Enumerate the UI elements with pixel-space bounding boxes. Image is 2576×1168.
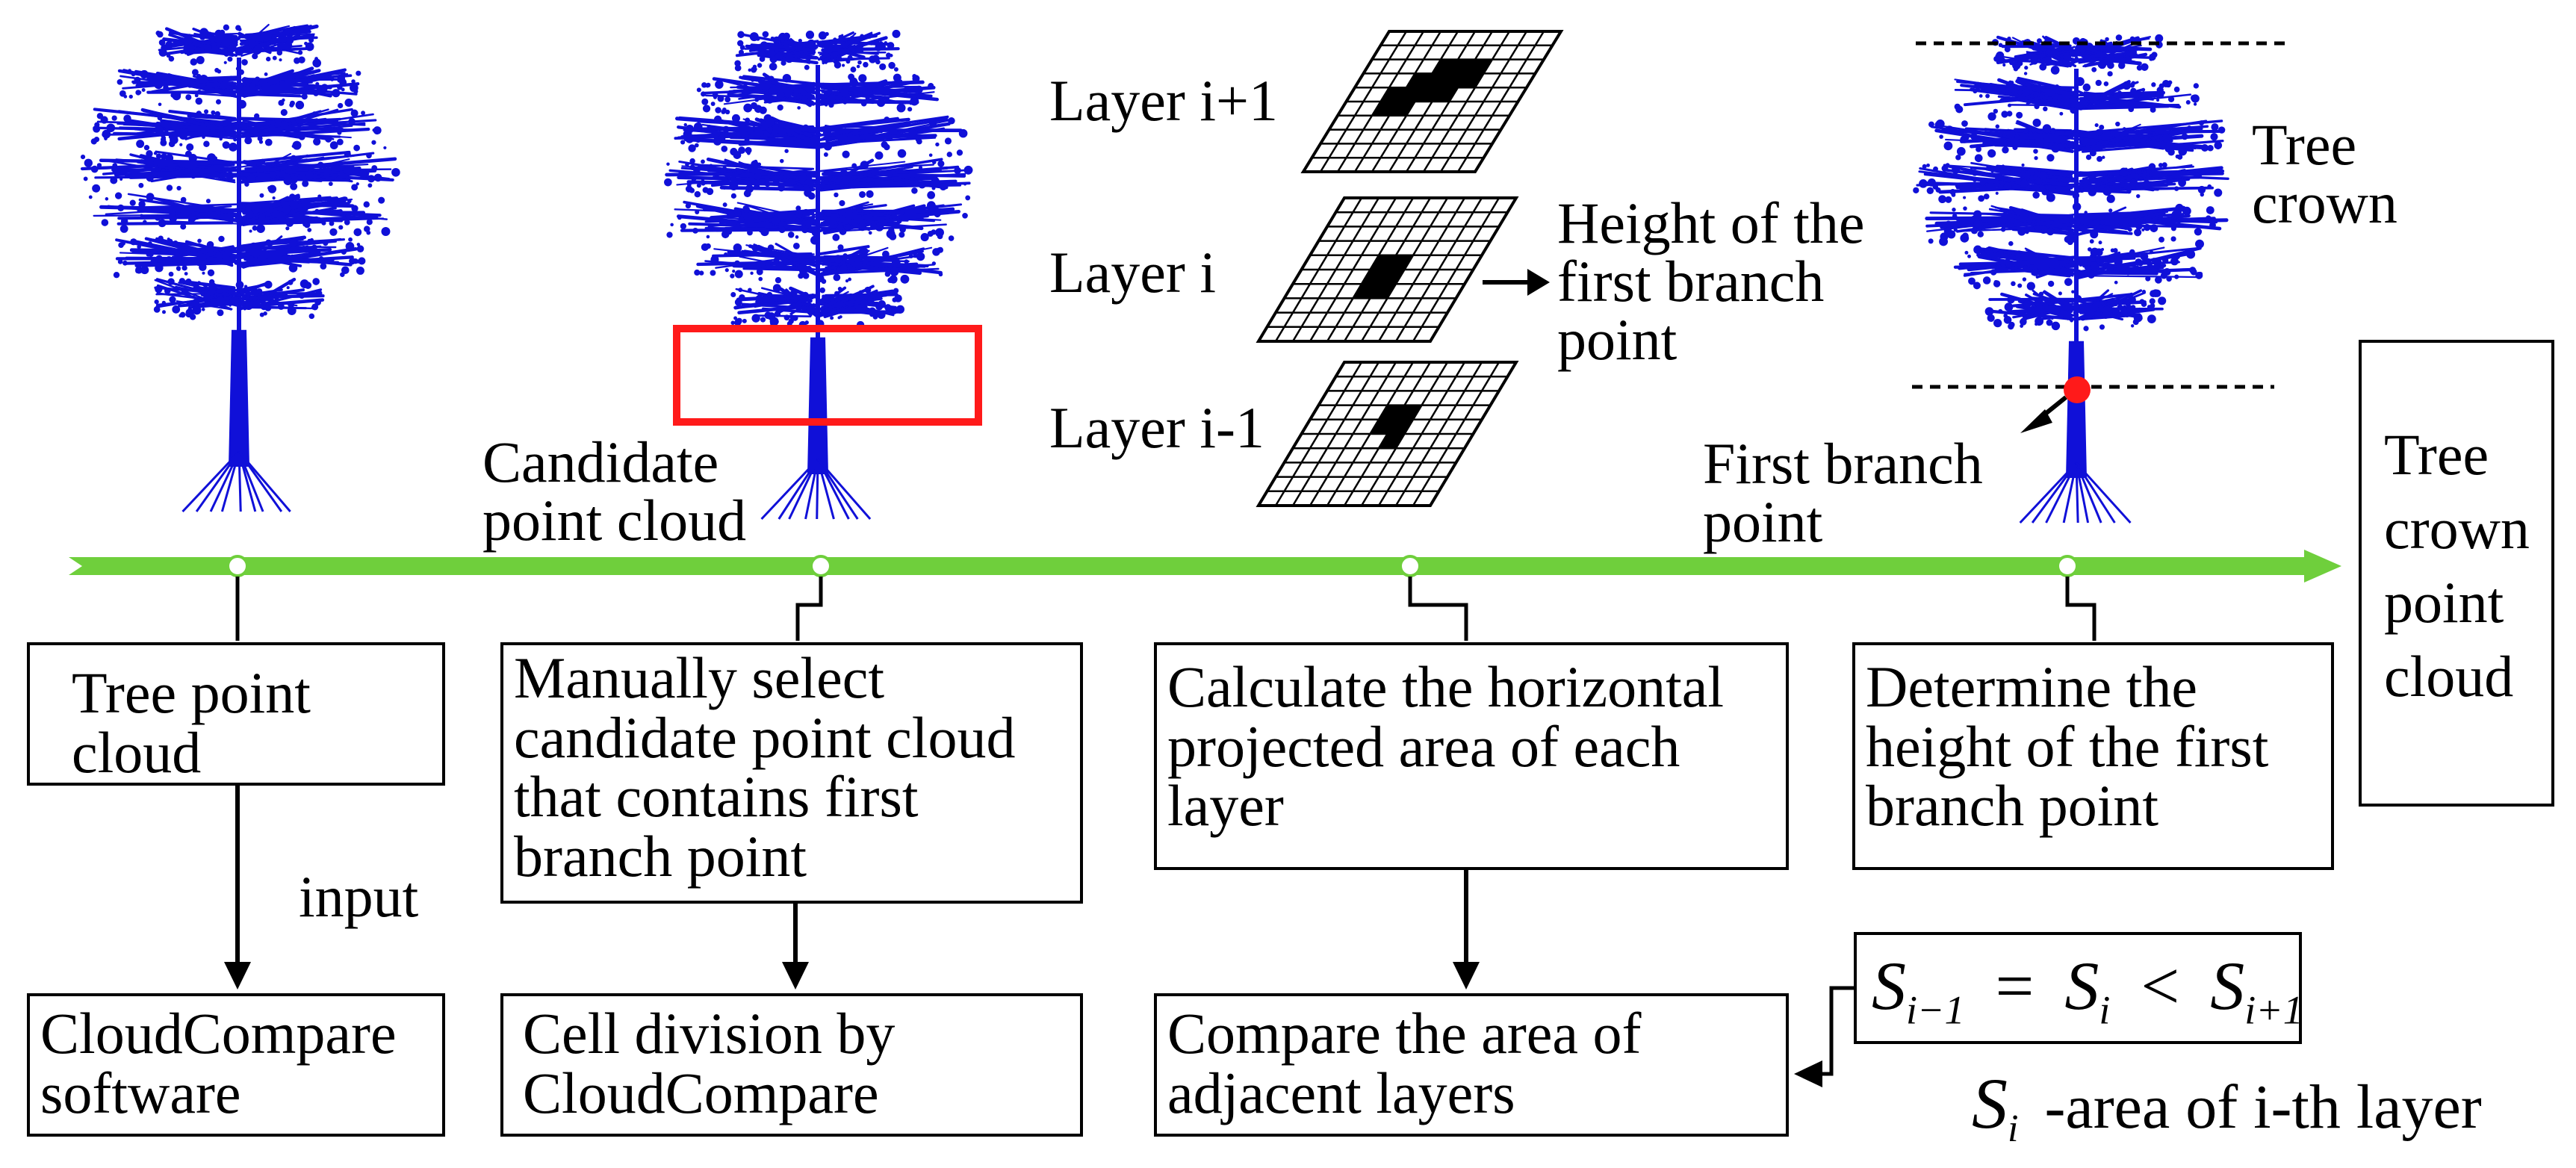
substep-box-2: Cell division by CloudCompare <box>500 993 1083 1137</box>
first-branch-point-label: First branch point <box>1703 431 1983 554</box>
down-arrow-2 <box>782 904 809 990</box>
formula-sub-next: i+1 <box>2244 987 2303 1033</box>
formula-less-than: < <box>2141 948 2180 1024</box>
connector-2 <box>795 577 823 641</box>
formula-sub-prev: i−1 <box>1906 987 1965 1033</box>
height-first-branch-label: Height of the first branch point <box>1557 190 1865 372</box>
down-arrow-3 <box>1453 870 1480 990</box>
layer-grid-middle <box>1256 196 1519 343</box>
layer-current-label: Layer i <box>1049 240 1217 305</box>
step-box-4: Determine the height of the first branch… <box>1852 642 2334 870</box>
timeline-node-3 <box>1399 555 1421 577</box>
formula-s-cur: S <box>2064 948 2099 1024</box>
connector-4 <box>2065 577 2097 641</box>
tree-3-icon <box>1913 34 2229 524</box>
tree-1-icon <box>80 23 400 513</box>
candidate-region-box <box>673 325 982 426</box>
input-label: input <box>299 864 419 929</box>
timeline-connectors <box>235 577 2097 641</box>
formula-s-next: S <box>2210 948 2245 1024</box>
formula-equals: = <box>1995 948 2035 1024</box>
legend-subscript: i <box>2008 1107 2019 1150</box>
area-legend: Si -area of i-th layer <box>1972 1068 2482 1149</box>
step-box-3: Calculate the horizontal projected area … <box>1154 642 1789 870</box>
tree-2-icon <box>664 29 973 521</box>
legend-symbol: S <box>1972 1063 2008 1143</box>
connector-3 <box>1408 577 1468 641</box>
branch-point-arrow <box>2020 395 2067 433</box>
timeline-node-2 <box>810 555 832 577</box>
candidate-point-cloud-label: Candidate point cloud <box>482 429 747 553</box>
formula-connector-arrow <box>1794 986 1854 1087</box>
formula-sub-cur: i <box>2099 987 2111 1033</box>
formula-s-prev: S <box>1872 948 1906 1024</box>
formula-box: Si−1 = Si < Si+1 <box>1854 932 2303 1044</box>
legend-text: -area of i-th layer <box>2044 1072 2482 1142</box>
step-box-2: Manually select candidate point cloud th… <box>500 642 1083 904</box>
layer-above-label: Layer i+1 <box>1049 68 1279 133</box>
first-branch-point-marker <box>2064 376 2091 403</box>
down-arrow-1 <box>224 784 251 990</box>
layer-grid-lower <box>1256 361 1519 507</box>
substep-box-1: CloudCompare software <box>27 993 445 1137</box>
output-box: Tree crown point cloud <box>2359 340 2554 807</box>
layer-grid-upper <box>1300 30 1564 173</box>
layer-below-label: Layer i-1 <box>1049 395 1265 460</box>
tree-crown-label: Tree crown <box>2252 112 2397 235</box>
timeline-arrow <box>69 550 2341 583</box>
substep-box-3: Compare the area of adjacent layers <box>1154 993 1789 1137</box>
timeline-node-4 <box>2056 555 2079 577</box>
timeline-node-1 <box>226 555 249 577</box>
step-box-1: Tree point cloud <box>27 642 445 786</box>
layer-to-height-arrow <box>1483 269 1550 296</box>
